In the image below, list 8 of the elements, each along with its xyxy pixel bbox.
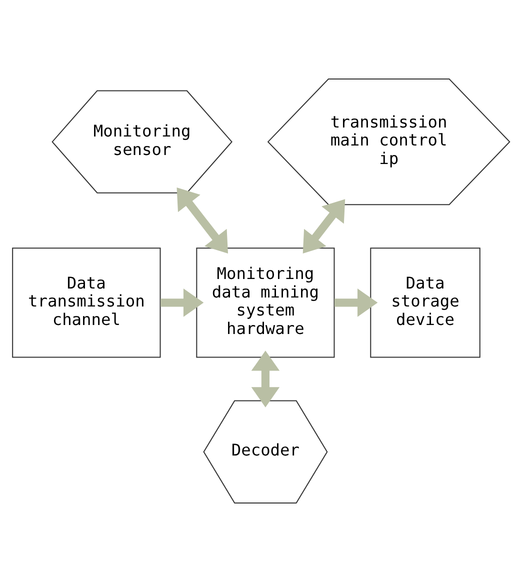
node-box: Data storage device [370,248,480,358]
arrow [251,350,280,408]
arrow [176,188,228,254]
arrow [160,288,204,317]
arrow [302,199,346,254]
arrow [334,288,378,317]
node-box: Data transmission channel [12,248,161,358]
node-box: Monitoring data mining system hardware [196,248,335,358]
